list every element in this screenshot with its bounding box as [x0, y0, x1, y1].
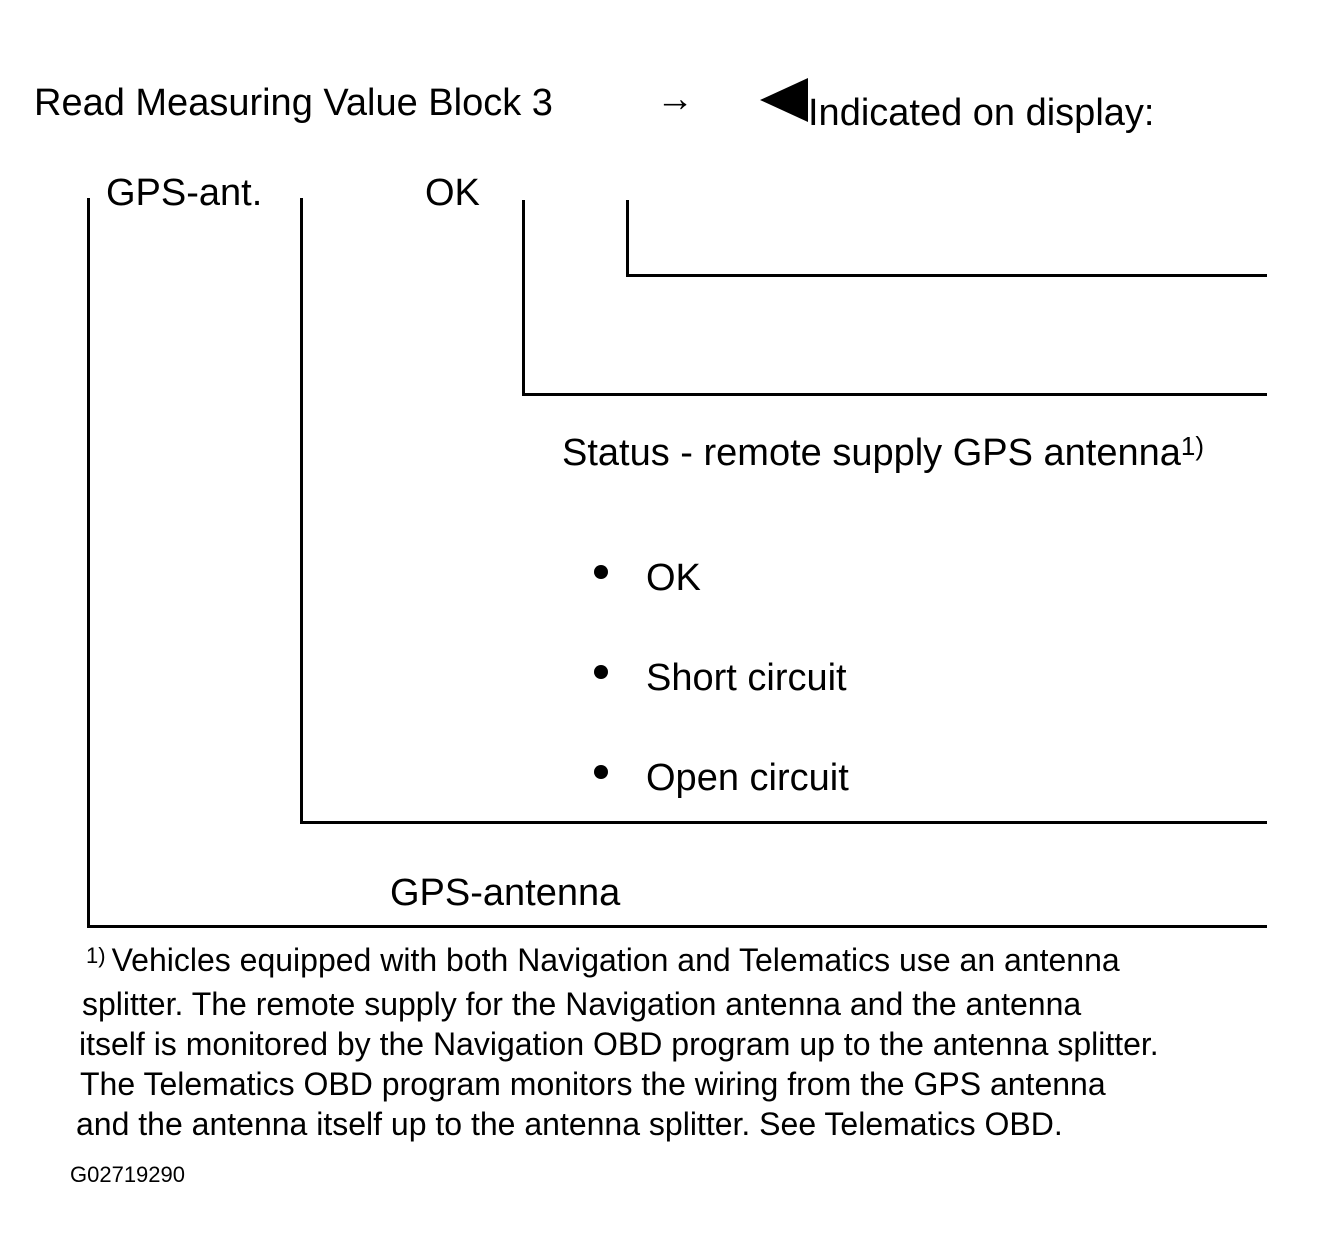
bullet-icon: [594, 765, 608, 779]
bracket-line-4-horizontal: [626, 274, 1267, 277]
component-label-gps-antenna: GPS-antenna: [390, 872, 621, 914]
bullet-icon: [594, 565, 608, 579]
bracket-line-1-horizontal: [87, 925, 1267, 928]
status-label: Status - remote supply GPS antenna: [562, 432, 1181, 474]
bracket-line-2-vertical: [300, 198, 303, 824]
footnote-line-text: Vehicles equipped with both Navigation a…: [111, 942, 1120, 978]
footnote-mark: 1): [86, 943, 106, 968]
bracket-line-2-horizontal: [300, 821, 1267, 824]
display-field-ok: OK: [425, 172, 480, 214]
bracket-line-3-vertical: [522, 200, 525, 396]
bullet-icon: [594, 665, 608, 679]
status-option-open-circuit: Open circuit: [646, 757, 849, 799]
status-footnote-ref: 1): [1180, 431, 1205, 461]
footnote: 1)Vehicles equipped with both Navigation…: [72, 940, 1312, 1144]
footnote-line: and the antenna itself up to the antenna…: [76, 1106, 1063, 1142]
status-option-ok: OK: [646, 557, 701, 599]
display-field-gps-ant: GPS-ant.: [106, 172, 263, 214]
footnote-line: 1)Vehicles equipped with both Navigation…: [72, 940, 1312, 984]
right-arrow-icon: →: [656, 78, 694, 120]
footnote-line: itself is monitored by the Navigation OB…: [79, 1026, 1159, 1062]
footnote-line: splitter. The remote supply for the Navi…: [82, 986, 1082, 1022]
status-option-short-circuit: Short circuit: [646, 657, 847, 699]
footnote-line: The Telematics OBD program monitors the …: [80, 1066, 1106, 1102]
display-pointer-icon: [760, 78, 808, 122]
status-description: Status - remote supply GPS antenna1): [562, 431, 1205, 474]
indicated-on-display-label: Indicated on display:: [808, 92, 1155, 134]
bracket-line-1-vertical: [87, 198, 90, 928]
figure-id: G02719290: [70, 1162, 185, 1187]
bracket-line-3-horizontal: [522, 393, 1267, 396]
instruction-text: Read Measuring Value Block 3: [34, 82, 553, 124]
bracket-line-4-vertical: [626, 200, 629, 277]
